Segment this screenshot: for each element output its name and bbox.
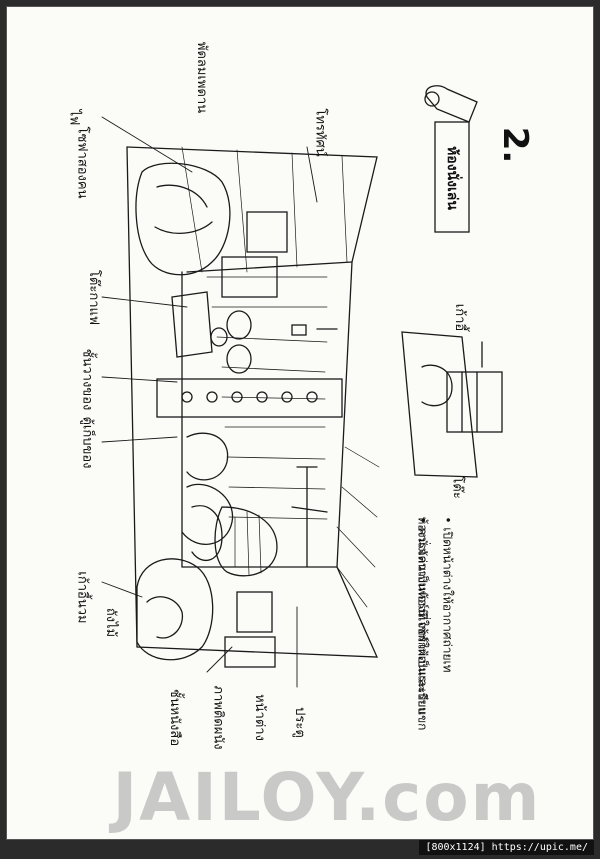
label-window: หน้าต่าง <box>251 694 267 741</box>
scroll-icon <box>424 85 478 123</box>
sofa-sketch <box>135 162 288 298</box>
basket-chairs-sketch <box>181 432 328 577</box>
shelf-sketch <box>156 378 343 418</box>
label-ceiling-fan: พัดลมเพดาน <box>194 41 210 114</box>
label-armchair: เก้าอี้นวม <box>74 571 90 624</box>
page-heading: ห้องนั่งเล่น <box>444 146 460 210</box>
room-frame <box>126 146 380 658</box>
label-lamp: ไฟ <box>66 109 82 126</box>
label-coffee-table: โต๊ะกาแฟ <box>86 269 102 326</box>
label-sofa: โซฟาสองคน <box>74 126 90 199</box>
label-door: ประตู <box>291 707 307 738</box>
armchair-sketch <box>136 558 276 668</box>
inset-label-top: เก้าอี้ <box>452 303 468 332</box>
inset-sketch <box>401 331 503 478</box>
page-number: 2. <box>495 126 535 164</box>
scanned-page: 2. ห้องนั่งเล่น ไฟ โซฟาสองคน โต๊ะกาแฟ ชั… <box>6 6 594 840</box>
image-reference: [800x1124] https://upic.me/ <box>419 840 594 855</box>
label-shelf: ชั้นวางของ <box>79 348 95 411</box>
table-chairs-sketch <box>171 291 338 374</box>
watermark: JAILOY.com <box>112 759 542 836</box>
label-bookshelf: ชั้นหนังสือ <box>167 688 183 747</box>
title-box <box>434 121 470 233</box>
inset-label-bottom: โต๊ะ <box>449 476 465 499</box>
leader-lines <box>101 116 318 688</box>
label-cabinet: ตู้เก็บของ <box>79 416 95 469</box>
label-pictures: ภาพติดผนัง <box>210 685 226 750</box>
living-room-sketch <box>101 85 503 688</box>
label-drum: ถังไม้ <box>103 607 119 638</box>
note-line-3: • เปิดหน้าต่างให้อากาศถ่ายเท <box>440 516 455 673</box>
label-tv: โทรทัศน์ <box>312 108 328 157</box>
note-line-2: • ควรจัดวางเฟอร์นิเจอร์ให้เป็นระเบียบ <box>415 516 430 715</box>
